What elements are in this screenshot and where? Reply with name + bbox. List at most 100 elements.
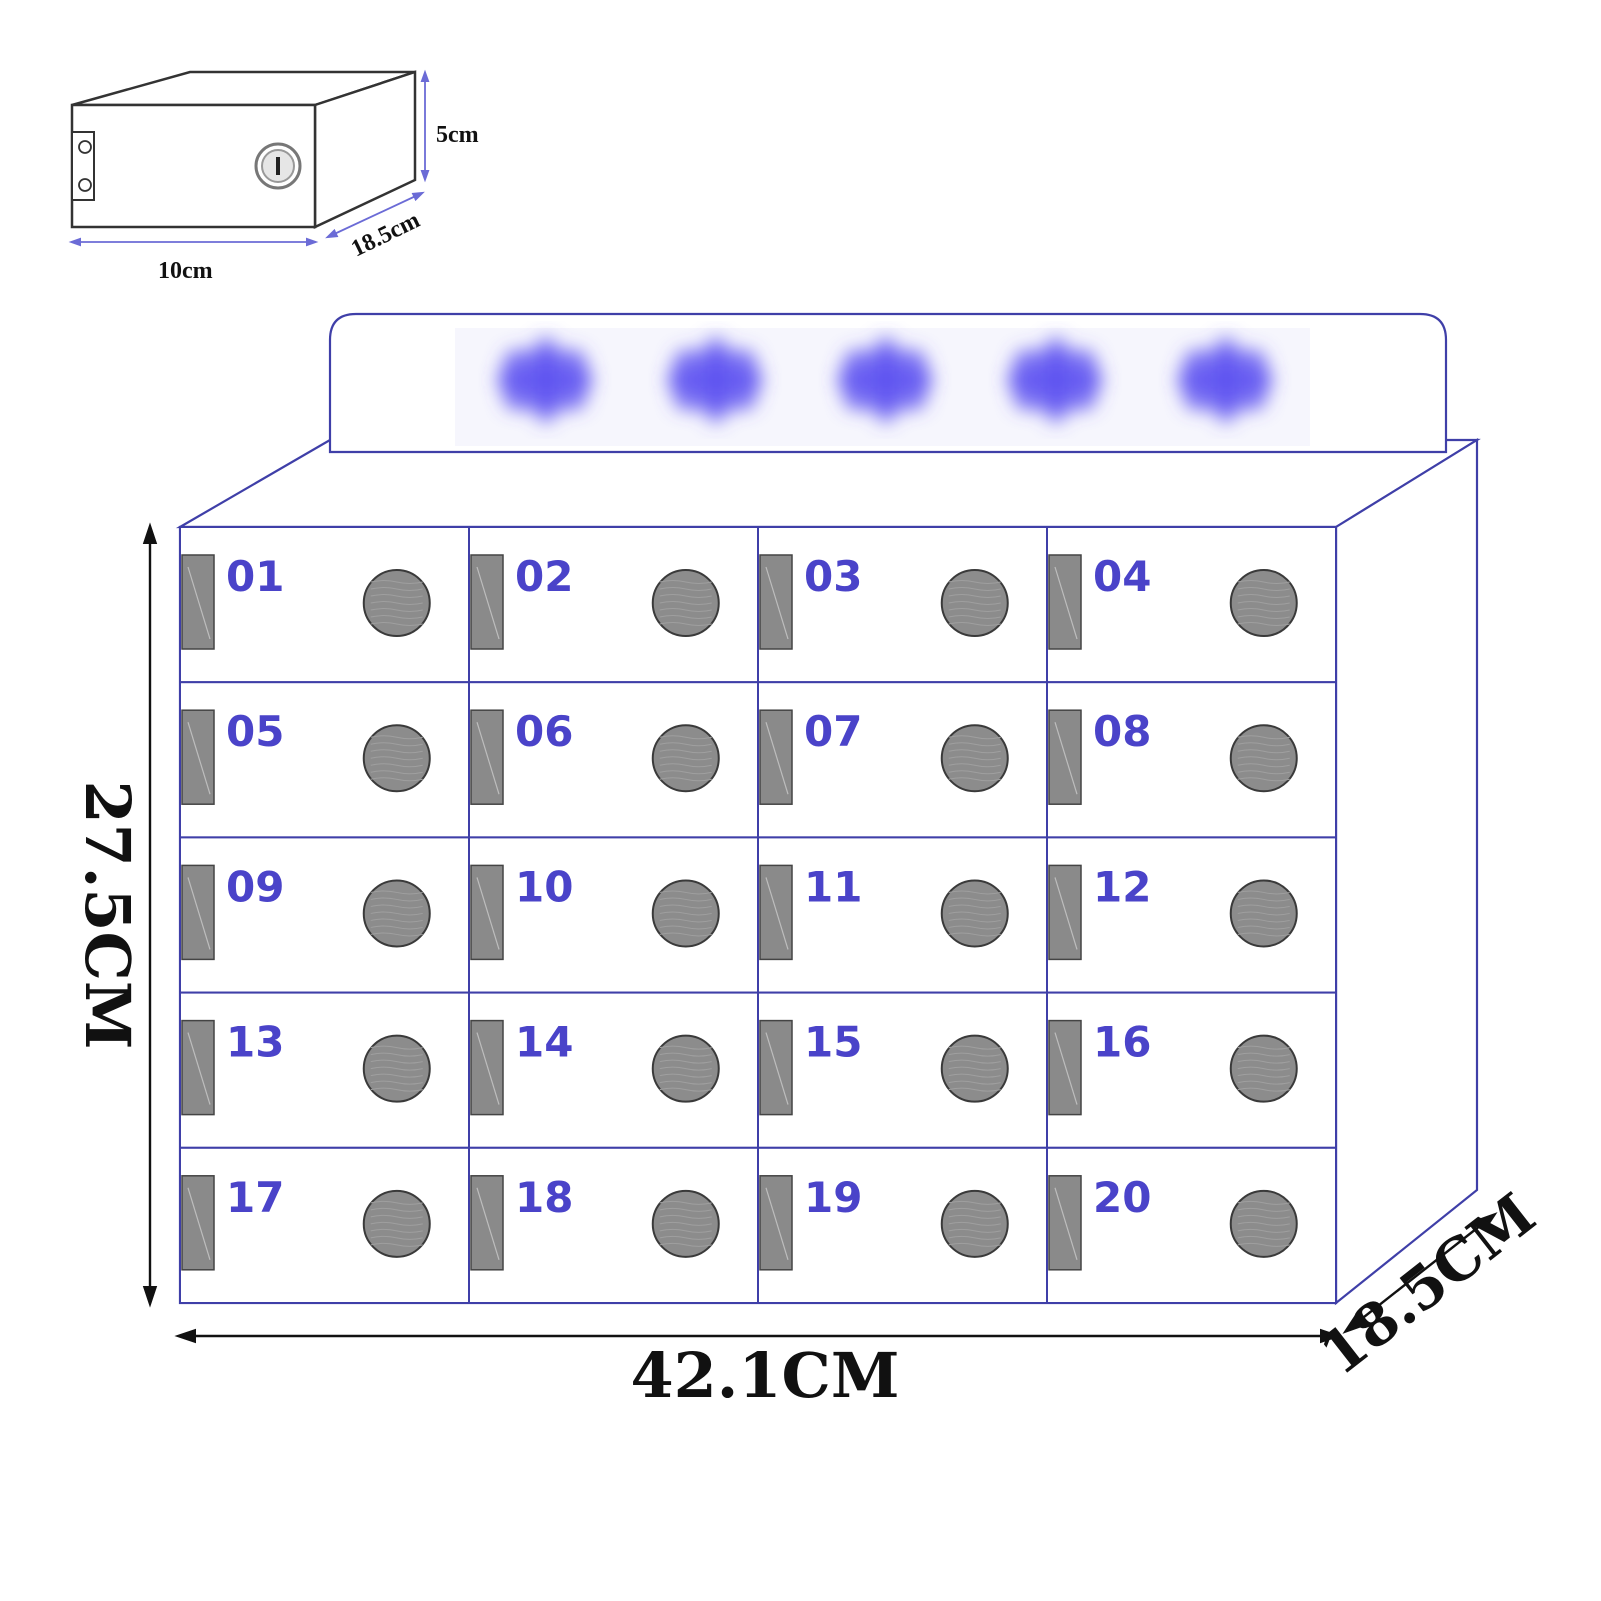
compartment-17[interactable]: 17 [179, 1146, 470, 1305]
compartment-16[interactable]: 16 [1046, 991, 1337, 1149]
compartment-03[interactable]: 03 [757, 526, 1048, 684]
hinge-icon [470, 864, 504, 961]
cabinet-depth-dimension-line [1342, 1212, 1498, 1334]
keyhole-lock-icon [940, 1189, 1009, 1258]
keyhole-lock-icon [362, 879, 431, 948]
compartment-19[interactable]: 19 [757, 1146, 1048, 1305]
drawer-depth-label: 18.5cm [347, 207, 424, 262]
compartment-number: 18 [515, 1173, 573, 1222]
hinge-icon [470, 709, 504, 805]
keyhole-lock-icon [940, 569, 1009, 638]
hinge-icon [759, 554, 793, 650]
hinge-icon [470, 1019, 504, 1116]
compartment-10[interactable]: 10 [468, 836, 759, 994]
compartment-09[interactable]: 09 [179, 836, 470, 994]
hinge-icon [1048, 864, 1082, 961]
cabinet-width-label: 42.1CM [631, 1339, 900, 1412]
hinge-icon [759, 1175, 793, 1271]
compartment-12[interactable]: 12 [1046, 836, 1337, 994]
blurred-sign-text [497, 338, 1273, 422]
compartment-number: 14 [515, 1018, 573, 1067]
cabinet-side-face [1334, 438, 1479, 1306]
compartment-grid: 01 02 03 04 05 06 07 08 09 10 11 12 13 14 15 16 17 18 19 20 [179, 526, 1337, 1305]
compartment-number: 07 [804, 707, 862, 756]
hinge-icon [759, 864, 793, 961]
hinge-icon [1048, 1175, 1082, 1271]
compartment-number: 03 [804, 552, 862, 601]
keyhole-lock-icon [1229, 879, 1298, 948]
compartment-11[interactable]: 11 [757, 836, 1048, 994]
hinge-icon [470, 554, 504, 650]
hinge-icon [181, 1019, 215, 1116]
compartment-05[interactable]: 05 [179, 681, 470, 839]
hinge-icon [1048, 554, 1082, 650]
hinge-icon [71, 131, 95, 201]
compartment-number: 13 [226, 1018, 284, 1067]
keyhole-lock-icon [1229, 724, 1298, 793]
compartment-01[interactable]: 01 [179, 526, 470, 684]
hinge-icon [1048, 1019, 1082, 1116]
drawer-height-label: 5cm [436, 122, 479, 148]
compartment-14[interactable]: 14 [468, 991, 759, 1149]
compartment-06[interactable]: 06 [468, 681, 759, 839]
compartment-20[interactable]: 20 [1046, 1146, 1337, 1305]
compartment-number: 12 [1093, 862, 1151, 911]
compartment-02[interactable]: 02 [468, 526, 759, 684]
compartment-08[interactable]: 08 [1046, 681, 1337, 839]
keyhole-lock-icon [651, 1034, 720, 1103]
compartment-number: 05 [226, 707, 284, 756]
compartment-number: 08 [1093, 707, 1151, 756]
keyhole-lock-icon [254, 142, 302, 190]
compartment-number: 17 [226, 1173, 284, 1222]
compartment-04[interactable]: 04 [1046, 526, 1337, 684]
cabinet-sign-banner [328, 312, 1448, 454]
compartment-18[interactable]: 18 [468, 1146, 759, 1305]
drawer-width-label: 10cm [158, 258, 213, 284]
compartment-07[interactable]: 07 [757, 681, 1048, 839]
hinge-icon [470, 1175, 504, 1271]
single-drawer-diagram: 5cm 18.5cm 10cm [68, 69, 479, 284]
blurred-sign-glyph [837, 338, 933, 422]
keyhole-lock-icon [1229, 569, 1298, 638]
keyhole-lock-icon [651, 1189, 720, 1258]
keyhole-lock-icon [362, 724, 431, 793]
hinge-icon [181, 864, 215, 961]
compartment-door [1046, 681, 1337, 839]
blurred-sign-glyph [497, 338, 593, 422]
hinge-icon [181, 709, 215, 805]
keyhole-lock-icon [362, 1034, 431, 1103]
keyhole-lock-icon [362, 1189, 431, 1258]
compartment-number: 09 [226, 862, 284, 911]
keyhole-lock-icon [651, 879, 720, 948]
compartment-number: 16 [1093, 1018, 1151, 1067]
compartment-number: 11 [804, 862, 862, 911]
compartment-number: 01 [226, 552, 284, 601]
hinge-icon [181, 554, 215, 650]
drawer-depth-dimension-line [325, 191, 425, 239]
hinge-icon [181, 1175, 215, 1271]
compartment-number: 02 [515, 552, 573, 601]
hinge-icon [1048, 709, 1082, 805]
blurred-sign-glyph [667, 338, 763, 422]
keyhole-lock-icon [651, 569, 720, 638]
compartment-13[interactable]: 13 [179, 991, 470, 1149]
locker-cabinet: 01 02 03 04 05 06 07 08 09 10 11 12 13 14 15 16 17 18 19 20… [71, 312, 1548, 1412]
hinge-icon [759, 1019, 793, 1116]
compartment-number: 19 [804, 1173, 862, 1222]
keyhole-lock-icon [651, 724, 720, 793]
compartment-number: 06 [515, 707, 573, 756]
keyhole-lock-icon [940, 1034, 1009, 1103]
blurred-sign-glyph [1007, 338, 1103, 422]
compartment-15[interactable]: 15 [757, 991, 1048, 1149]
keyhole-lock-icon [1229, 1034, 1298, 1103]
keyhole-lock-icon [940, 724, 1009, 793]
hinge-icon [759, 709, 793, 805]
cabinet-height-label: 27.5CM [71, 781, 144, 1050]
compartment-number: 04 [1093, 552, 1151, 601]
compartment-number: 20 [1093, 1173, 1151, 1222]
keyhole-lock-icon [940, 879, 1009, 948]
compartment-number: 15 [804, 1018, 862, 1067]
keyhole-lock-icon [362, 569, 431, 638]
